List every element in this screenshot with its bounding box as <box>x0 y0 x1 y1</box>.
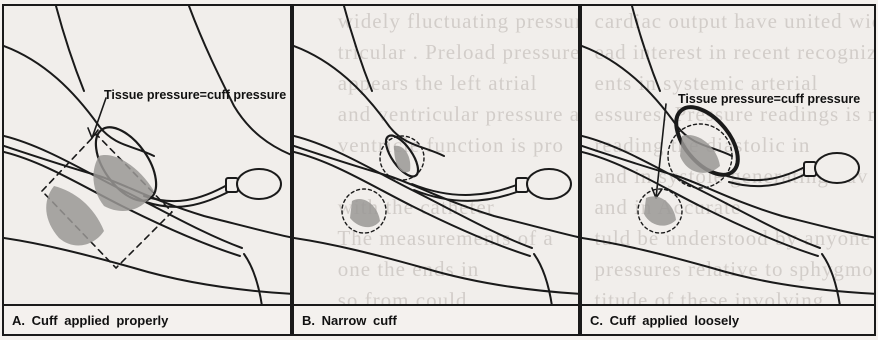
arm-cuff-illustration <box>4 6 292 306</box>
inflation-bulb <box>226 169 281 199</box>
arm-cuff-illustration <box>582 6 876 306</box>
callout-tissue-pressure: Tissue pressure=cuff pressure <box>678 92 860 106</box>
compressed-tissue-region <box>93 155 154 211</box>
callout-tissue-pressure: Tissue pressure=cuff pressure <box>104 88 286 102</box>
panel-cuff-applied-loosely: cardiac output have united wide- ead int… <box>580 4 876 336</box>
caption-panel-a: A. Cuff applied properly <box>4 304 290 334</box>
inflation-bulb <box>516 169 571 199</box>
inflation-bulb <box>804 153 859 183</box>
panel-narrow-cuff: widely fluctuating pressure in the tricu… <box>292 4 580 336</box>
caption-panel-c: C. Cuff applied loosely <box>582 304 874 334</box>
panel-cuff-applied-properly: Tissue pressure=cuff pressure A. Cuff ap… <box>2 4 292 336</box>
caption-panel-b: B. Narrow cuff <box>294 304 578 334</box>
arm-cuff-illustration <box>294 6 580 306</box>
